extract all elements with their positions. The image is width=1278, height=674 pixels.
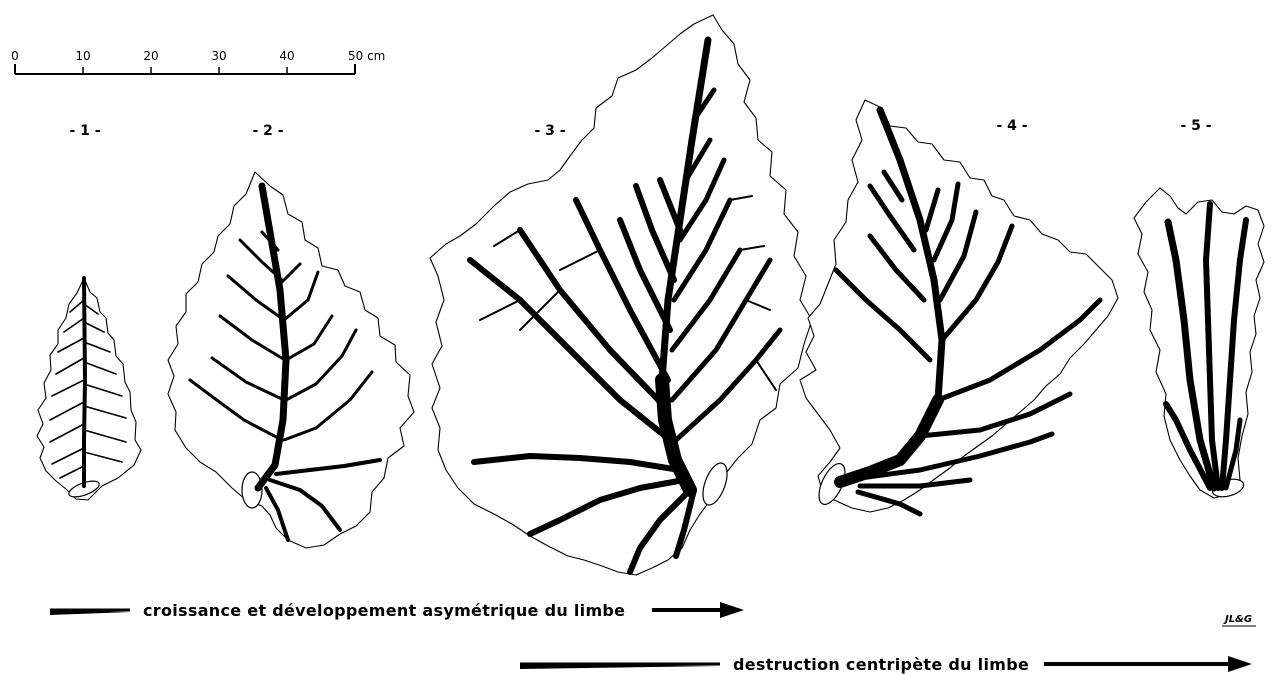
scale-bar: 0 10 20 30 40 50 cm bbox=[11, 49, 385, 74]
signature-text: JL&G bbox=[1223, 614, 1252, 625]
growth-arrow: croissance et développement asymétrique … bbox=[50, 601, 744, 620]
destruction-arrow: destruction centripète du limbe bbox=[520, 655, 1252, 674]
growth-caption: croissance et développement asymétrique … bbox=[143, 601, 625, 620]
scale-tick-label: 0 bbox=[11, 49, 19, 63]
leaf-label-1: - 1 - bbox=[69, 123, 100, 139]
leaf-1-drawing bbox=[37, 278, 141, 500]
leaf-3-drawing bbox=[430, 15, 812, 575]
leaf-label-3: - 3 - bbox=[534, 123, 565, 139]
destruction-caption: destruction centripète du limbe bbox=[733, 655, 1029, 674]
leaf-5-drawing bbox=[1134, 188, 1264, 500]
scale-tick-label: 10 bbox=[75, 49, 90, 63]
leaf-2-drawing bbox=[168, 172, 414, 548]
scale-tick-label: 40 bbox=[279, 49, 294, 63]
signature: JL&G bbox=[1222, 614, 1256, 626]
leaf-label-2: - 2 - bbox=[252, 123, 283, 139]
leaf-4-drawing bbox=[800, 100, 1118, 514]
leaf-label-5: - 5 - bbox=[1180, 118, 1211, 134]
leaf-label-4: - 4 - bbox=[996, 118, 1027, 134]
scale-tick-label: 30 bbox=[211, 49, 226, 63]
scale-tick-label: 50 cm bbox=[348, 49, 385, 63]
scale-tick-label: 20 bbox=[143, 49, 158, 63]
